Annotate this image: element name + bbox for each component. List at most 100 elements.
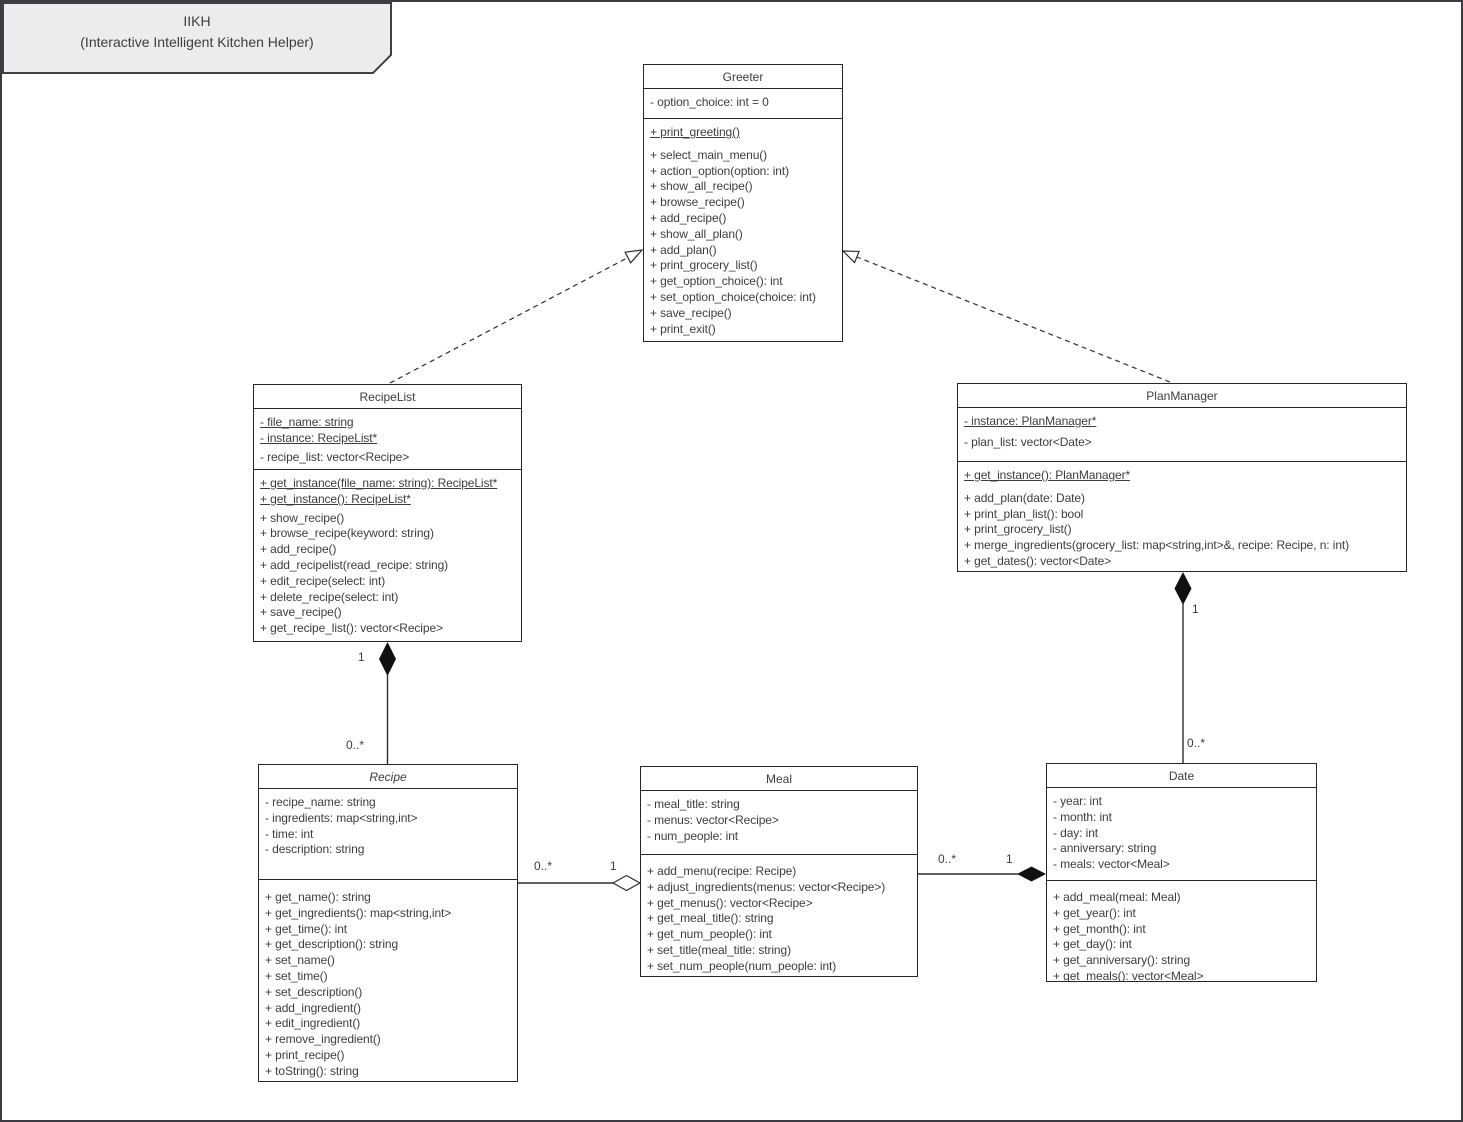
method-row: + get_num_people(): int bbox=[647, 927, 772, 942]
method-row: + print_grocery_list() bbox=[650, 258, 758, 273]
method-row: + print_recipe() bbox=[265, 1047, 345, 1062]
multiplicity-label: 1 bbox=[1192, 602, 1199, 616]
method-row: + show_all_recipe() bbox=[650, 179, 753, 194]
attributes-compartment: - instance: PlanManager* - plan_list: ve… bbox=[958, 408, 1406, 461]
method-row: + get_option_choice(): int bbox=[650, 274, 783, 289]
method-row: + get_ingredients(): map<string,int> bbox=[265, 905, 452, 920]
attribute-row: - recipe_name: string bbox=[265, 795, 376, 809]
attribute-row: - month: int bbox=[1053, 809, 1112, 824]
method-row: + toString(): string bbox=[265, 1063, 359, 1078]
method-row: + add_recipe() bbox=[650, 210, 727, 225]
filled-diamond bbox=[1017, 866, 1046, 882]
method-row: + get_dates(): vector<Date> bbox=[964, 553, 1112, 568]
attribute-row: - description: string bbox=[265, 842, 365, 857]
method-row: + print_grocery_list() bbox=[964, 522, 1072, 537]
method-row: + set_time() bbox=[265, 968, 328, 983]
attributes-compartment: - option_choice: int = 0 bbox=[644, 89, 842, 118]
class-title: Greeter bbox=[644, 65, 842, 89]
attributes-compartment: - file_name: string - instance: RecipeLi… bbox=[254, 409, 521, 469]
attribute-row: - day: int bbox=[1053, 825, 1099, 840]
attribute-row: - option_choice: int = 0 bbox=[650, 95, 769, 109]
class-title: Meal bbox=[641, 767, 917, 791]
composition-meal-date[interactable] bbox=[918, 866, 1046, 882]
method-row: + add_recipe() bbox=[260, 542, 337, 557]
hollow-triangle-arrowhead bbox=[624, 249, 644, 264]
attribute-row: - year: int bbox=[1053, 794, 1102, 808]
multiplicity-label: 0..* bbox=[1187, 736, 1206, 750]
class-recipelist[interactable]: RecipeList - file_name: string - instanc… bbox=[253, 384, 522, 642]
method-row: + remove_ingredient() bbox=[265, 1032, 381, 1047]
attribute-row: - num_people: int bbox=[647, 828, 739, 843]
attribute-row: - ingredients: map<string,int> bbox=[265, 810, 418, 825]
multiplicity-label: 0..* bbox=[938, 852, 957, 866]
realization-recipelist-greeter[interactable] bbox=[389, 249, 644, 384]
method-row: + browse_recipe() bbox=[650, 195, 745, 210]
class-greeter[interactable]: Greeter - option_choice: int = 0 + print… bbox=[643, 64, 843, 342]
note-title: IIKH bbox=[183, 13, 211, 29]
realization-planmanager-greeter[interactable] bbox=[841, 250, 1171, 383]
static-attribute-row: - instance: PlanManager* bbox=[964, 414, 1097, 428]
method-row: + add_meal(meal: Meal) bbox=[1053, 890, 1181, 904]
spacer bbox=[964, 484, 1402, 491]
method-row: + edit_ingredient() bbox=[265, 1016, 361, 1031]
class-title: PlanManager bbox=[958, 384, 1406, 408]
attribute-row: - meal_title: string bbox=[647, 797, 740, 811]
method-row: + get_day(): int bbox=[1053, 937, 1132, 952]
static-method-row: + print_greeting() bbox=[650, 125, 740, 139]
method-row: + delete_recipe(select: int) bbox=[260, 589, 399, 604]
attribute-row: - plan_list: vector<Date> bbox=[964, 434, 1092, 449]
class-recipe[interactable]: Recipe - recipe_name: string - ingredien… bbox=[258, 764, 518, 1082]
filled-diamond bbox=[379, 642, 396, 676]
methods-compartment: + add_meal(meal: Meal) + get_year(): int… bbox=[1047, 880, 1316, 981]
method-row: + save_recipe() bbox=[260, 605, 342, 620]
class-date[interactable]: Date - year: int - month: int - day: int… bbox=[1046, 763, 1317, 982]
method-row: + add_menu(recipe: Recipe) bbox=[647, 864, 797, 878]
filled-diamond bbox=[1174, 572, 1192, 605]
method-row: + get_month(): int bbox=[1053, 921, 1146, 936]
multiplicity-label: 1 bbox=[358, 650, 365, 664]
methods-compartment: + add_menu(recipe: Recipe) + adjust_ingr… bbox=[641, 854, 917, 976]
method-row: + edit_recipe(select: int) bbox=[260, 573, 386, 588]
composition-planmanager-date[interactable] bbox=[1174, 572, 1192, 763]
methods-compartment: + get_instance(file_name: string): Recip… bbox=[254, 469, 521, 641]
composition-recipelist-recipe[interactable] bbox=[379, 642, 396, 764]
method-row: + select_main_menu() bbox=[650, 147, 768, 162]
method-row: + add_plan(date: Date) bbox=[964, 490, 1085, 505]
method-row: + save_recipe() bbox=[650, 305, 732, 320]
class-title: Date bbox=[1047, 764, 1316, 788]
method-row: + action_option(option: int) bbox=[650, 163, 789, 178]
methods-compartment: + get_name(): string + get_ingredients()… bbox=[259, 879, 517, 1081]
method-row: + set_name() bbox=[265, 953, 335, 968]
method-row: + get_name(): string bbox=[265, 890, 371, 904]
multiplicity-label: 0..* bbox=[346, 738, 365, 752]
title-note: IIKH (Interactive Intelligent Kitchen He… bbox=[6, 11, 388, 53]
method-row: + show_recipe() bbox=[260, 510, 345, 525]
method-row: + print_plan_list(): bool bbox=[964, 506, 1084, 521]
method-row: + get_anniversary(): string bbox=[1053, 953, 1191, 968]
class-planmanager[interactable]: PlanManager - instance: PlanManager* - p… bbox=[957, 383, 1407, 572]
method-row: + get_recipe_list(): vector<Recipe> bbox=[260, 621, 443, 636]
method-row: + get_time(): int bbox=[265, 921, 348, 936]
attribute-row: - recipe_list: vector<Recipe> bbox=[260, 449, 410, 464]
class-title: Recipe bbox=[259, 765, 517, 789]
method-row: + get_description(): string bbox=[265, 937, 399, 952]
method-row: + set_num_people(num_people: int) bbox=[647, 958, 837, 973]
method-row: + add_ingredient() bbox=[265, 1000, 361, 1015]
multiplicity-label: 1 bbox=[610, 859, 617, 873]
static-method-row: + get_instance(file_name: string): Recip… bbox=[260, 476, 498, 490]
class-title: RecipeList bbox=[254, 385, 521, 409]
spacer bbox=[650, 141, 838, 148]
method-row: + set_description() bbox=[265, 984, 363, 999]
static-attribute-row: - instance: RecipeList* bbox=[260, 430, 378, 445]
aggregation-recipe-meal[interactable] bbox=[518, 874, 642, 892]
method-row: + get_meal_title(): string bbox=[647, 911, 774, 926]
static-method-row: + get_instance(): PlanManager* bbox=[964, 468, 1131, 482]
method-row: + merge_ingredients(grocery_list: map<st… bbox=[964, 538, 1350, 553]
attributes-compartment: - meal_title: string - menus: vector<Rec… bbox=[641, 791, 917, 854]
title-note-shape bbox=[2, 2, 392, 74]
attribute-row: - menus: vector<Recipe> bbox=[647, 812, 779, 827]
attributes-compartment: - recipe_name: string - ingredients: map… bbox=[259, 789, 517, 879]
note-subtitle: (Interactive Intelligent Kitchen Helper) bbox=[80, 34, 314, 50]
class-meal[interactable]: Meal - meal_title: string - menus: vecto… bbox=[640, 766, 918, 977]
